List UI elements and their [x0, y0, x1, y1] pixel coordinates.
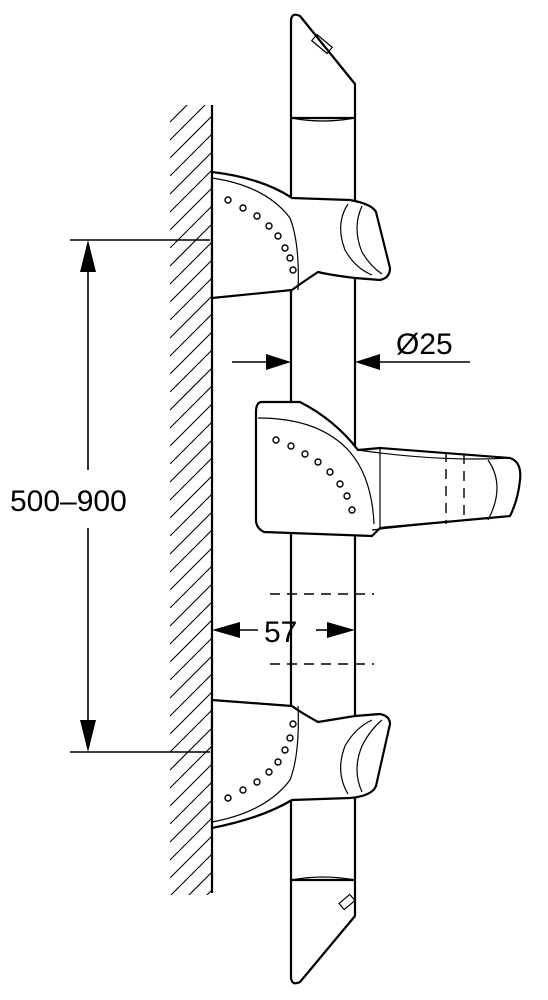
wall-hatching: [170, 105, 212, 895]
wall: [170, 105, 214, 895]
height-arrow-bottom: [80, 720, 96, 752]
height-range-label: 500–900: [10, 485, 127, 518]
spacing-arrow-right: [327, 622, 355, 638]
spacing-label: 57: [264, 616, 297, 649]
height-range-dimension: 500–900: [10, 239, 210, 753]
diameter-arrow-left: [266, 354, 291, 370]
height-arrow-top: [80, 240, 96, 272]
diameter-dimension: Ø25: [232, 328, 470, 370]
diameter-label: Ø25: [396, 328, 453, 361]
shower-head-holder: [254, 400, 522, 538]
spacing-arrow-left: [212, 622, 240, 638]
top-end-cap: [289, 13, 357, 122]
lower-wall-bracket: [210, 698, 392, 830]
spacing-dimension: 57: [212, 590, 374, 668]
diameter-arrow-right: [355, 354, 380, 370]
bottom-end-cap: [289, 876, 357, 985]
upper-wall-bracket: [210, 170, 392, 300]
